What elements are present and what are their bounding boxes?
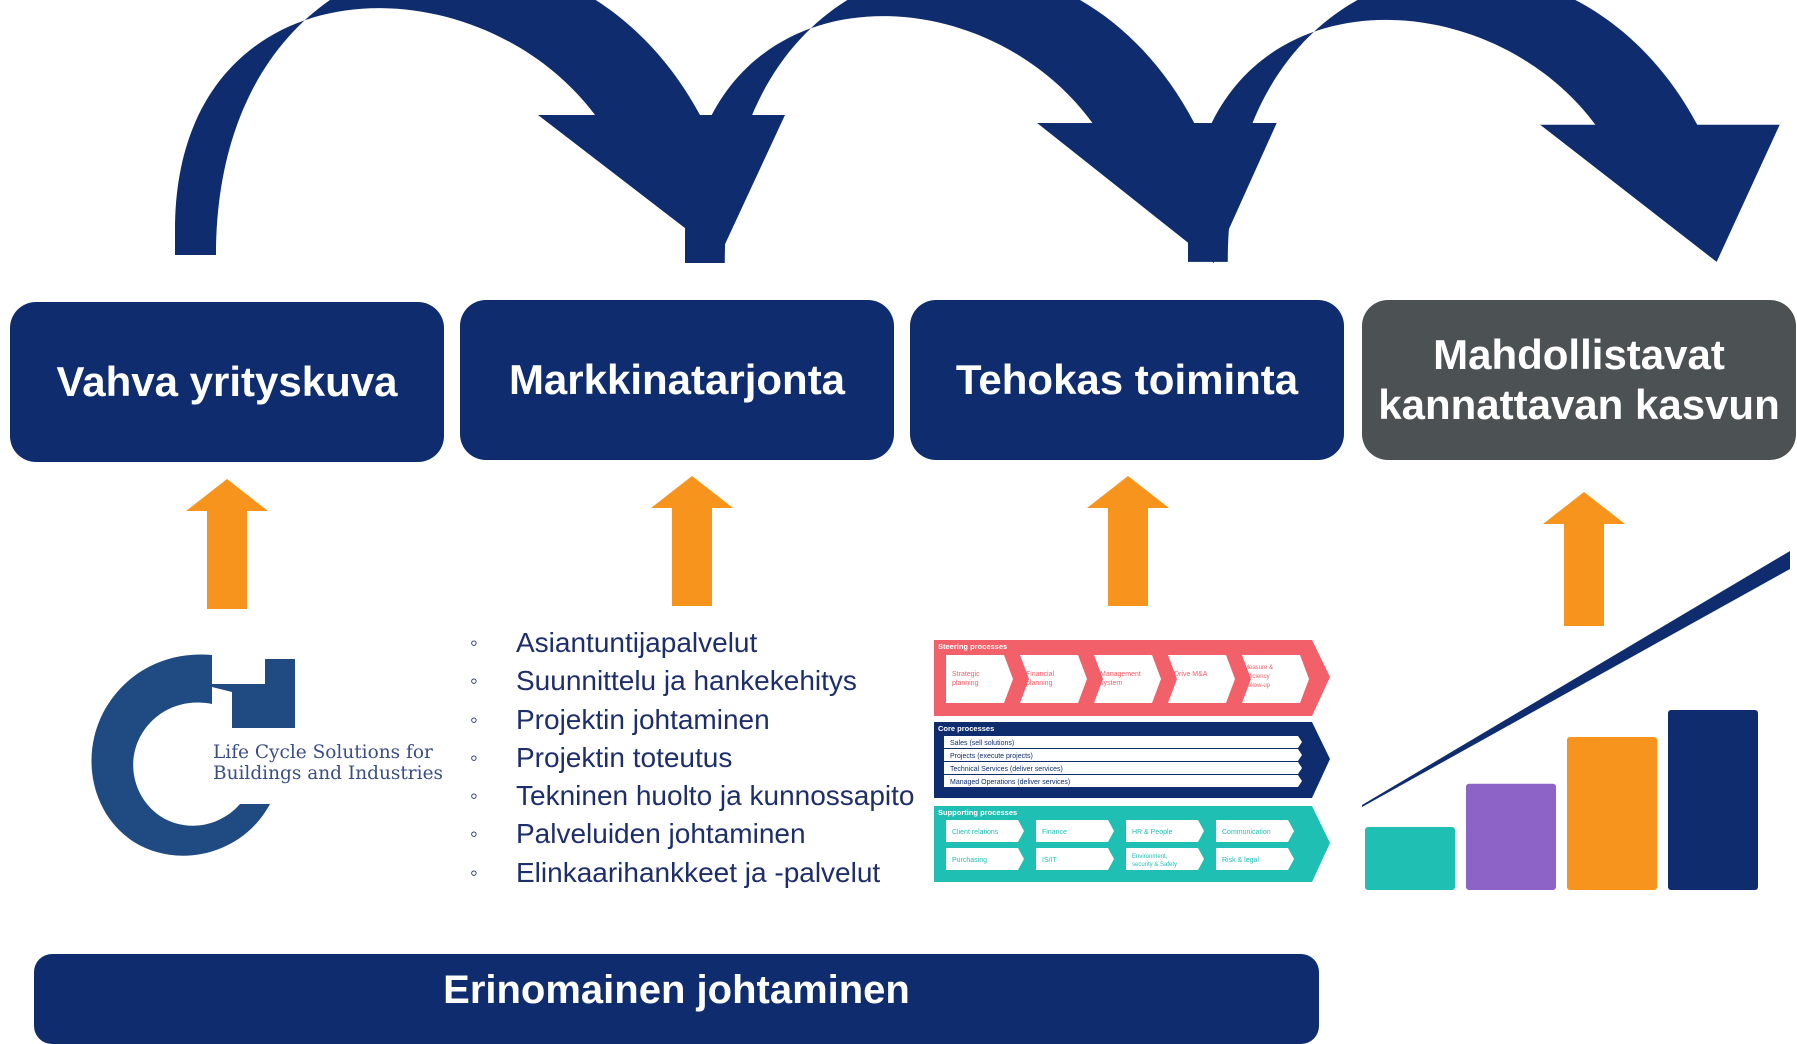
supporting-item: Client relations — [952, 829, 999, 836]
pillar-label-line1: Mahdollistavat — [1433, 330, 1725, 378]
steering-chevron — [1020, 655, 1087, 703]
logo-text-line2: Buildings and Industries — [213, 763, 444, 784]
core-row — [944, 736, 1302, 748]
footer-label: Erinomainen johtaminen — [443, 968, 910, 1012]
supporting-item: Communication — [1222, 829, 1271, 836]
growth-chart — [1362, 551, 1790, 890]
pillar-label: Vahva yrityskuva — [56, 357, 398, 405]
steering-title: Steering processes — [938, 642, 1007, 651]
supporting-chevron — [1036, 848, 1114, 870]
logo-text: Life Cycle Solutions for Buildings and I… — [213, 742, 443, 784]
core-title: Core processes — [938, 724, 994, 733]
steering-item: Drive M&A — [1174, 671, 1208, 678]
supporting-item: HR & People — [1132, 829, 1173, 836]
lifecycle-logo-icon — [91, 654, 295, 856]
steering-chevron — [946, 655, 1013, 703]
pillar-markkinatarjonta: Markkinatarjonta — [460, 300, 894, 460]
list-item: Projektin toteutus — [470, 739, 915, 778]
supporting-chevron — [1126, 820, 1204, 842]
supporting-chevron — [1216, 848, 1294, 870]
up-arrow-3 — [1087, 476, 1169, 606]
pillar-mahdollistavat: Mahdollistavat kannattavan kasvun — [1362, 300, 1796, 460]
pillar-vahva-yrityskuva: Vahva yrityskuva — [10, 302, 444, 462]
up-arrow-1 — [186, 479, 268, 609]
up-arrow-4 — [1543, 492, 1625, 626]
list-item: Projektin johtaminen — [470, 701, 915, 740]
supporting-chevron — [946, 848, 1024, 870]
core-item: Managed Operations (deliver services) — [950, 779, 1070, 786]
supporting-item: Finance — [1042, 829, 1067, 836]
supporting-chevron — [946, 820, 1024, 842]
steering-chevron — [1242, 655, 1309, 703]
pillar-label-line2: kannattavan kasvun — [1378, 381, 1780, 428]
supporting-item: Environment,security & Safety — [1132, 854, 1177, 868]
supporting-chevron — [1216, 820, 1294, 842]
list-item: Elinkaarihankkeet ja -palvelut — [470, 854, 915, 893]
list-item: Palveluiden johtaminen — [470, 815, 915, 854]
pillar-tehokas-toiminta: Tehokas toiminta — [910, 300, 1344, 460]
core-row — [944, 762, 1302, 774]
up-arrow-2 — [651, 476, 733, 606]
list-item: Asiantuntijapalvelut — [470, 624, 915, 663]
core-item: Technical Services (deliver services) — [950, 766, 1063, 773]
growth-bar — [1668, 710, 1758, 890]
core-item: Sales (sell solutions) — [950, 740, 1014, 747]
list-item: Suunnittelu ja hankekehitys — [470, 662, 915, 701]
growth-trend-line — [1362, 551, 1790, 823]
core-row — [944, 749, 1302, 761]
supporting-band — [934, 806, 1330, 882]
growth-bar — [1466, 783, 1556, 890]
supporting-title: Supporting processes — [938, 808, 1017, 817]
curved-arrow-3 — [1188, 0, 1780, 262]
offering-list: Asiantuntijapalvelut Suunnittelu ja hank… — [470, 624, 915, 892]
supporting-chevron — [1126, 848, 1204, 870]
growth-bar — [1365, 827, 1455, 890]
supporting-chevron — [1036, 820, 1114, 842]
pillar-label: Markkinatarjonta — [508, 355, 846, 403]
core-item: Projects (execute projects) — [950, 753, 1033, 760]
curved-arrows — [175, 0, 1780, 263]
pillar-label: Tehokas toiminta — [955, 355, 1299, 403]
steering-chevron — [1094, 655, 1161, 703]
core-row — [944, 775, 1302, 787]
growth-bar — [1567, 737, 1657, 890]
supporting-item: Purchasing — [952, 857, 987, 864]
steering-chevron — [1168, 655, 1235, 703]
logo-text-line1: Life Cycle Solutions for — [213, 742, 433, 763]
supporting-item: Risk & legal — [1222, 857, 1259, 864]
supporting-item: IS/IT — [1042, 857, 1058, 864]
list-item: Tekninen huolto ja kunnossapito — [470, 777, 915, 816]
